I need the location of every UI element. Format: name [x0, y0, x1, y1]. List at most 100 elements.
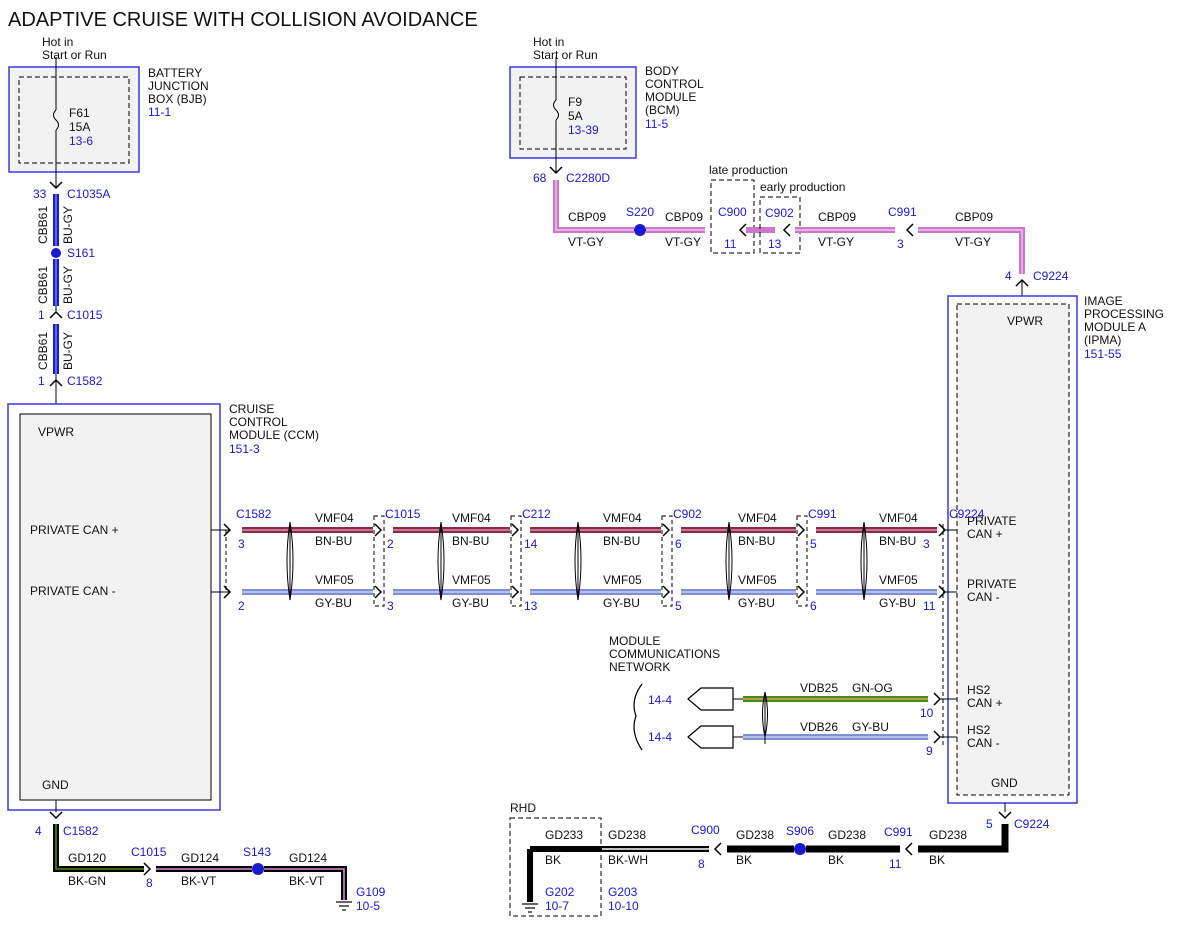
vmf04-color: BN-BU [879, 534, 916, 548]
bcm-fuse-ref: 13-39 [568, 123, 599, 137]
c1015-ground-connector-icon [143, 862, 152, 876]
c991-connector-icon [905, 223, 914, 237]
gd124-circuit-2: GD124 [289, 851, 327, 865]
hs2-plus-pin: 10 [920, 706, 934, 720]
right-power-circuit: 68 C2280D CBP09 VT-GY S220 CBP09 VT-GY l… [533, 163, 1069, 304]
vmf05-circuit: VMF05 [452, 573, 491, 587]
c1582-pin: 1 [38, 374, 45, 388]
cbb61-circuit-1: CBB61 [36, 206, 50, 244]
gd124-color-2: BK-VT [289, 874, 325, 888]
can-connector-c902-icon [662, 523, 671, 537]
can-pin-plus: 2 [387, 537, 394, 551]
vmf04-color: BN-BU [315, 534, 352, 548]
can-dashed-c1015 [373, 515, 385, 607]
vmf05-color: GY-BU [452, 596, 489, 610]
ccm-can-plus-label: PRIVATE CAN + [30, 523, 119, 537]
can-connector-c991-icon [797, 585, 806, 599]
splice-s906 [794, 843, 806, 855]
c2280d-connector-icon [549, 166, 563, 175]
c902-label: C902 [765, 206, 794, 220]
bjb-fuse-ref: 13-6 [69, 134, 93, 148]
hs2-minus-connector-icon [933, 730, 942, 744]
c1582-ground-label: C1582 [63, 824, 99, 838]
cbb61-color-2: BU-GY [61, 266, 75, 304]
g109-ref: 10-5 [356, 899, 380, 913]
rhd-dashed-box [509, 817, 602, 917]
c900-pin: 11 [724, 237, 737, 251]
g202-ref: 10-7 [545, 899, 569, 913]
bcm-module-ref: 11-5 [645, 117, 668, 131]
cbb61-color-3: BU-GY [61, 332, 75, 370]
g203-ref: 10-10 [608, 899, 639, 913]
c902-dashed-box [759, 196, 801, 254]
gd124-circuit-1: GD124 [181, 851, 219, 865]
early-production-label: early production [760, 180, 845, 194]
right-ground-circuit: 5 C9224 GD238 BK C991 11 GD238 BK S906 G… [509, 801, 1050, 917]
ccm-can-minus-label: PRIVATE CAN - [30, 584, 116, 598]
ccm-module-ref: 151-3 [229, 442, 260, 456]
ipma-module-ref: 151-55 [1084, 347, 1122, 361]
gd238-color-1: BK-WH [608, 853, 648, 867]
can-connector-c212-icon [511, 523, 520, 537]
hs2-minus-pin: 9 [926, 744, 933, 758]
hs2-plus-connector-icon [933, 692, 942, 706]
gd124-color-1: BK-VT [181, 874, 217, 888]
c9224-label-power: C9224 [1033, 269, 1069, 283]
c9224-pin-power: 4 [1005, 269, 1012, 283]
gd238-color-3: BK [828, 853, 844, 867]
g109-label: G109 [356, 885, 386, 899]
can-connector-c1015-icon [374, 523, 383, 537]
vmf05-circuit: VMF05 [738, 573, 777, 587]
vmf05-color: GY-BU [879, 596, 916, 610]
can-connector-label: C1582 [236, 507, 272, 521]
mcn-plus-connector-icon [687, 687, 734, 711]
c1015-label: C1015 [67, 308, 103, 322]
ground-g109-icon [336, 901, 352, 911]
c2280d-label: C2280D [566, 171, 610, 185]
vdb26-circuit: VDB26 [800, 720, 838, 734]
c2280d-pin: 68 [533, 171, 547, 185]
splice-s220 [634, 224, 646, 236]
c1035a-label: C1035A [67, 187, 110, 201]
c991-ground-connector-icon [904, 842, 913, 856]
c9224-ground-pin: 5 [986, 817, 993, 831]
can-twist-icon [725, 521, 733, 601]
gd238-color-4: BK [929, 853, 945, 867]
can-pin-minus: 5 [675, 599, 682, 613]
c900-connector-icon [738, 223, 747, 237]
c9224-ground-connector-icon [998, 811, 1012, 820]
gd233-circuit: GD233 [545, 828, 583, 842]
can-pin-minus: 6 [810, 599, 817, 613]
c1582-ground-pin: 4 [35, 824, 42, 838]
cbp09-color-1: VT-GY [568, 235, 604, 249]
vmf05-circuit: VMF05 [603, 573, 642, 587]
can-connector-c1015-icon [374, 585, 383, 599]
cbp09-color-2: VT-GY [665, 235, 701, 249]
rhd-label: RHD [510, 801, 536, 815]
c902-pin: 13 [768, 237, 782, 251]
vmf04-circuit: VMF04 [738, 511, 777, 525]
gd238-circuit-2: GD238 [736, 828, 774, 842]
can-connector-label: C212 [522, 507, 551, 521]
can-pin-minus: 13 [524, 599, 538, 613]
ipma-gnd-label: GND [991, 776, 1018, 790]
c902-connector-icon [782, 223, 791, 237]
gd238-circuit-3: GD238 [828, 828, 866, 842]
ground-g202-icon [522, 903, 538, 913]
c1035a-connector-icon [49, 181, 63, 190]
cbp09-circuit-4: CBP09 [955, 210, 993, 224]
can-twist-icon [860, 521, 868, 601]
g202-label: G202 [545, 885, 575, 899]
splice-s143 [252, 863, 264, 875]
fuse-f61-icon [53, 109, 59, 131]
can-pin-plus: 6 [675, 537, 682, 551]
